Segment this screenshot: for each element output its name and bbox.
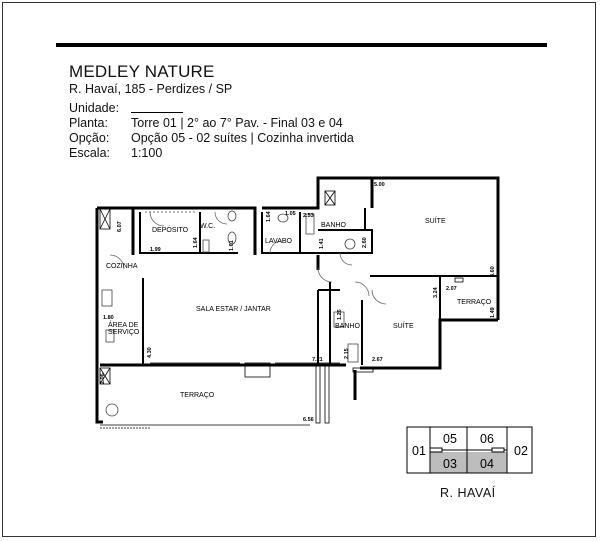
key-unit-04-highlight (467, 452, 507, 473)
dim-656: 6.56 (303, 417, 314, 423)
exterior-walls (95, 176, 500, 424)
info-row-planta: Planta: Torre 01 | 2° ao 7° Pav. - Final… (69, 116, 354, 131)
dim-206: 2.06 (100, 373, 106, 384)
planta-label: Planta: (69, 116, 108, 130)
info-row-opcao: Opção: Opção 05 - 02 suítes | Cozinha in… (69, 131, 354, 146)
room-suite-mid: SUÍTE (393, 321, 414, 330)
dim-126: 1.26 (337, 309, 343, 320)
escala-value: 1:100 (131, 146, 163, 160)
planta-value: Torre 01 | 2° ao 7° Pav. - Final 03 e 04 (131, 116, 343, 130)
room-banho-top: BANHO (321, 222, 346, 229)
key-unit-03: 03 (443, 457, 457, 471)
key-unit-03-highlight (430, 452, 467, 473)
room-deposito: DEPÓSITO (152, 225, 189, 234)
info-block: Unidade: Planta: Torre 01 | 2° ao 7° Pav… (69, 101, 354, 161)
dim-105: 1.05 (285, 211, 296, 217)
dim-500: 5.00 (374, 182, 385, 188)
room-area-servico-1: ÁREA DE (108, 320, 139, 329)
dimension-labels: 6.07 1.99 1.64 1.61 1.64 1.05 2.53 5.00 … (100, 182, 496, 423)
street-name: R. HAVAÍ (440, 486, 496, 500)
windows (99, 190, 498, 429)
key-unit-02: 02 (514, 444, 528, 458)
dim-161: 1.61 (229, 240, 235, 251)
dim-164a: 1.64 (193, 236, 199, 248)
escala-label: Escala: (69, 146, 110, 160)
dim-164b: 1.64 (266, 210, 272, 222)
dim-180: 1.80 (103, 315, 114, 321)
dim-207a: 2.07 (446, 286, 457, 292)
project-address: R. Havaí, 185 - Perdizes / SP (69, 82, 233, 96)
dim-215: 2.15 (344, 348, 350, 359)
dim-267: 2.67 (372, 357, 383, 363)
info-row-escala: Escala: 1:100 (69, 146, 354, 161)
dim-324: 3.24 (433, 286, 439, 298)
room-wc: W.C. (200, 223, 215, 230)
interior-walls (139, 208, 498, 365)
page-frame (2, 2, 596, 537)
info-row-unidade: Unidade: (69, 101, 354, 116)
header-rule (56, 43, 547, 47)
key-plan-labels: 01 02 03 04 05 06 (412, 432, 528, 471)
room-banho-mid: BANHO (335, 323, 360, 330)
project-title: MEDLEY NATURE (69, 62, 215, 81)
unidade-blank (131, 101, 183, 113)
room-lavabo: LAVABO (265, 238, 293, 245)
dim-253: 2.53 (303, 213, 314, 219)
key-unit-05: 05 (443, 432, 457, 446)
key-plan-outline (406, 426, 533, 474)
room-suite-top: SUÍTE (425, 216, 446, 225)
dim-360: 3.60 (490, 266, 496, 277)
unidade-label: Unidade: (69, 101, 120, 115)
key-unit-04: 04 (480, 457, 494, 471)
opcao-value: Opção 05 - 02 suítes | Cozinha invertida (131, 131, 354, 145)
dim-141: 1.41 (319, 238, 325, 249)
room-area-servico-2: SERVIÇO (108, 329, 140, 336)
room-terraco-right: TERRAÇO (457, 299, 492, 306)
room-labels: DEPÓSITO W.C. LAVABO BANHO SUÍTE COZINHA… (106, 216, 492, 399)
dim-721: 7.21 (312, 357, 323, 363)
dim-149: 1.49 (490, 307, 496, 318)
door-swings (109, 211, 387, 305)
dim-430: 4.30 (147, 347, 153, 358)
key-unit-06: 06 (480, 432, 494, 446)
key-unit-01: 01 (412, 444, 426, 458)
opcao-label: Opção: (69, 131, 110, 145)
dim-260: 2.60 (362, 237, 368, 248)
room-sala: SALA ESTAR / JANTAR (196, 306, 271, 313)
room-cozinha: COZINHA (106, 263, 138, 270)
fixtures (101, 210, 359, 417)
dim-199: 1.99 (150, 247, 161, 253)
dim-607: 6.07 (117, 221, 123, 232)
room-terraco-bottom: TERRAÇO (180, 392, 215, 399)
